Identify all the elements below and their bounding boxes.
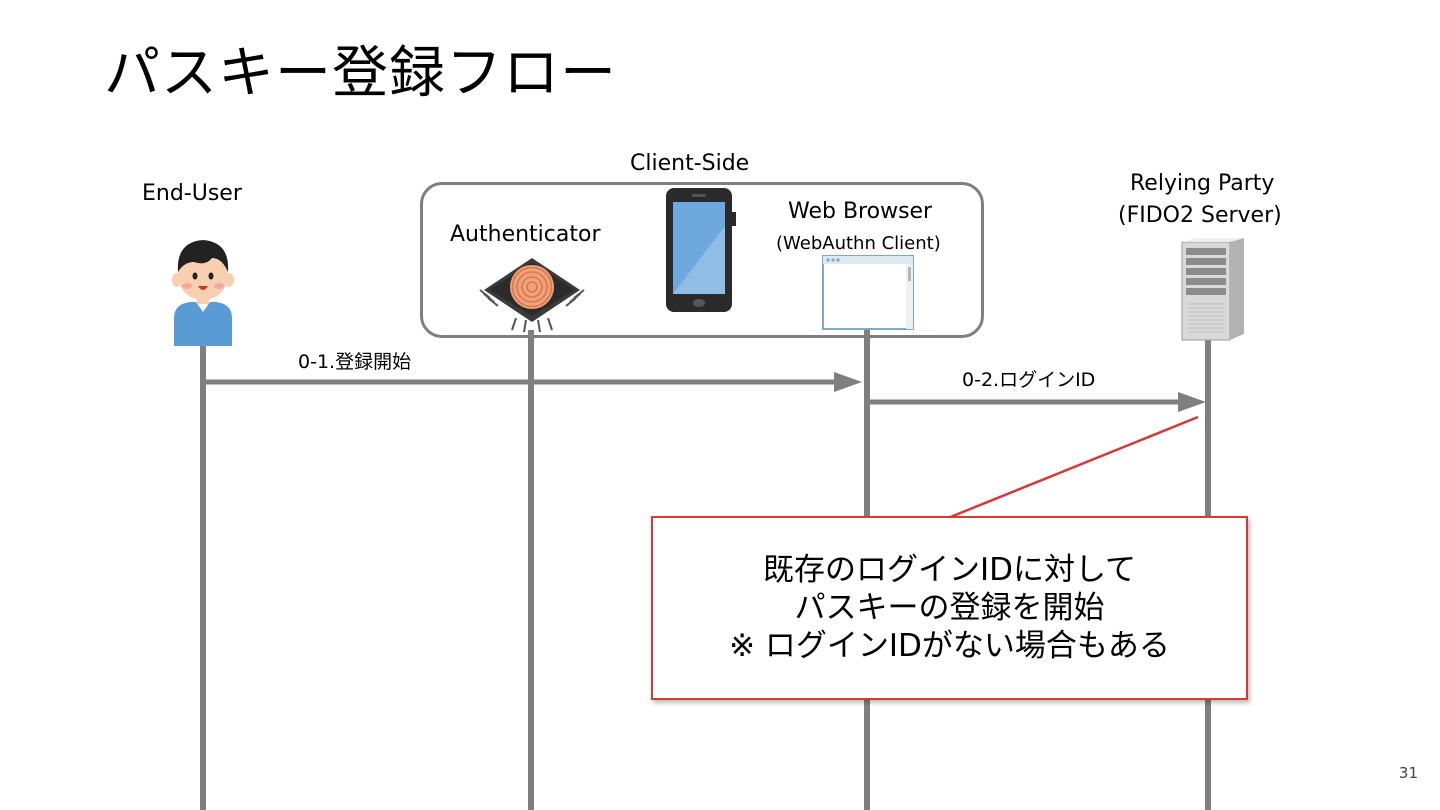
client-side-label: Client-Side bbox=[630, 151, 750, 176]
page-title: パスキー登録フロー bbox=[104, 41, 617, 106]
arrow-head-registration-start bbox=[834, 372, 862, 392]
callout-connector bbox=[947, 415, 1199, 520]
callout-line-1: 既存のログインIDに対して bbox=[762, 552, 1137, 588]
authenticator-label: Authenticator bbox=[450, 222, 601, 247]
user-avatar-icon bbox=[172, 240, 234, 346]
message-login-id: 0-2.ログインID bbox=[962, 369, 1096, 391]
message-registration-start: 0-1.登録開始 bbox=[298, 351, 412, 373]
web-browser-sublabel: (WebAuthn Client) bbox=[776, 233, 941, 254]
browser-window-icon bbox=[822, 255, 914, 330]
fingerprint-chip-icon bbox=[479, 258, 585, 333]
smartphone-icon bbox=[666, 188, 736, 312]
authenticator-lifeline bbox=[528, 330, 534, 810]
callout-box: 既存のログインIDに対して パスキーの登録を開始 ※ ログインIDがない場合もあ… bbox=[651, 516, 1248, 700]
end-user-label: End-User bbox=[142, 181, 242, 206]
relying-party-label: Relying Party bbox=[1130, 171, 1275, 196]
arrow-head-login-id bbox=[1178, 392, 1206, 412]
relying-party-sublabel: (FIDO2 Server) bbox=[1118, 203, 1282, 228]
callout-line-2: パスキーの登録を開始 bbox=[794, 590, 1105, 626]
end-user-lifeline bbox=[200, 345, 206, 810]
server-rack-icon bbox=[1181, 238, 1244, 341]
client-side-group bbox=[420, 182, 984, 338]
page-number: 31 bbox=[1398, 764, 1418, 782]
web-browser-label: Web Browser bbox=[788, 199, 933, 224]
callout-line-3: ※ ログインIDがない場合もある bbox=[729, 628, 1170, 664]
